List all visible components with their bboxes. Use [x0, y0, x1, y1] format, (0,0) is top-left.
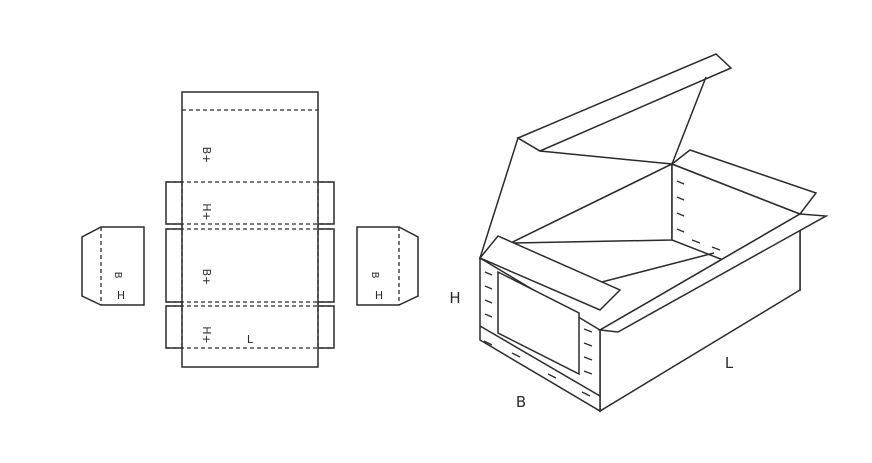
side-piece-right: B H [356, 226, 419, 306]
lid-front-flap [516, 53, 733, 152]
flap-lower-left [165, 305, 182, 349]
assembled-box: H B L [449, 53, 829, 413]
rim-flap-back [670, 149, 818, 215]
flap-upper-label: H+ [200, 203, 213, 221]
dieline-length-label: L [247, 333, 254, 346]
side-right-h-label: H [375, 289, 383, 302]
flap-middle-left [165, 228, 182, 303]
flap-lower-label: H+ [200, 326, 213, 344]
flat-dieline: B+ H+ B+ H+ L [165, 91, 335, 368]
flap-upper-left [165, 181, 182, 225]
side-right-b-label: B [369, 272, 380, 279]
panel-top-label: B+ [200, 147, 213, 164]
lid-edge [671, 76, 707, 165]
tick-marks [483, 180, 721, 397]
flap-lower-right [318, 305, 335, 349]
box-length-label: L [725, 354, 734, 372]
side-left-b-label: B [112, 272, 123, 279]
side-left-h-label: H [117, 289, 125, 302]
flap-middle-right [318, 228, 335, 303]
side-piece-left: B H [81, 226, 145, 306]
front-inner-panel [497, 270, 580, 376]
rim-flap-front [478, 235, 622, 311]
flap-upper-right [318, 181, 335, 225]
box-width-label: B [516, 393, 526, 411]
panel-middle-label: B+ [200, 269, 213, 286]
box-height-label: H [449, 289, 460, 307]
rim-flap-long [597, 213, 829, 333]
front-base-line [479, 325, 601, 397]
